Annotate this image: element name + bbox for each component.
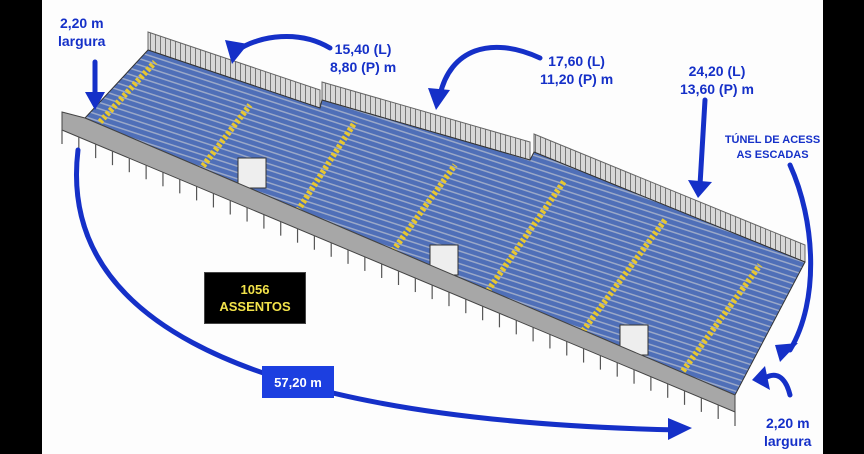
seat-count: 1056 bbox=[240, 282, 270, 297]
arrow-heads bbox=[85, 40, 798, 440]
section1-depth: 8,80 (P) m bbox=[330, 59, 397, 75]
left-width-label: 2,20 m largura bbox=[58, 14, 105, 50]
left-width-value: 2,20 m bbox=[59, 15, 104, 31]
section3-depth: 13,60 (P) m bbox=[680, 81, 754, 97]
stairs bbox=[97, 59, 763, 377]
section3-dims: 24,20 (L) 13,60 (P) m bbox=[680, 62, 754, 98]
right-width-value: 2,20 m bbox=[765, 415, 810, 431]
front-walkway bbox=[61, 111, 736, 413]
section1-length: 15,40 (L) bbox=[334, 41, 392, 57]
scaffold-legs bbox=[61, 130, 736, 426]
section2-depth: 11,20 (P) m bbox=[540, 71, 614, 87]
section3-length: 24,20 (L) bbox=[688, 63, 746, 79]
section1-dims: 15,40 (L) 8,80 (P) m bbox=[330, 40, 396, 76]
section2-dims: 17,60 (L) 11,20 (P) m bbox=[540, 52, 613, 88]
seat-count-label: ASSENTOS bbox=[219, 299, 291, 314]
seating-deck bbox=[84, 49, 806, 396]
tunnel-label-line2: AS ESCADAS bbox=[736, 149, 809, 161]
section2-length: 17,60 (L) bbox=[548, 53, 605, 69]
left-width-caption: largura bbox=[58, 33, 106, 49]
tunnel-label: TÚNEL DE ACESS AS ESCADAS bbox=[722, 133, 823, 163]
right-width-caption: largura bbox=[764, 433, 812, 449]
tunnel-1 bbox=[237, 157, 267, 189]
right-width-label: 2,20 m largura bbox=[764, 414, 811, 450]
total-length-label: 57,20 m bbox=[262, 366, 334, 398]
tunnel-label-line1: TÚNEL DE ACESS bbox=[724, 134, 821, 146]
seat-count-box: 1056 ASSENTOS bbox=[204, 272, 306, 324]
